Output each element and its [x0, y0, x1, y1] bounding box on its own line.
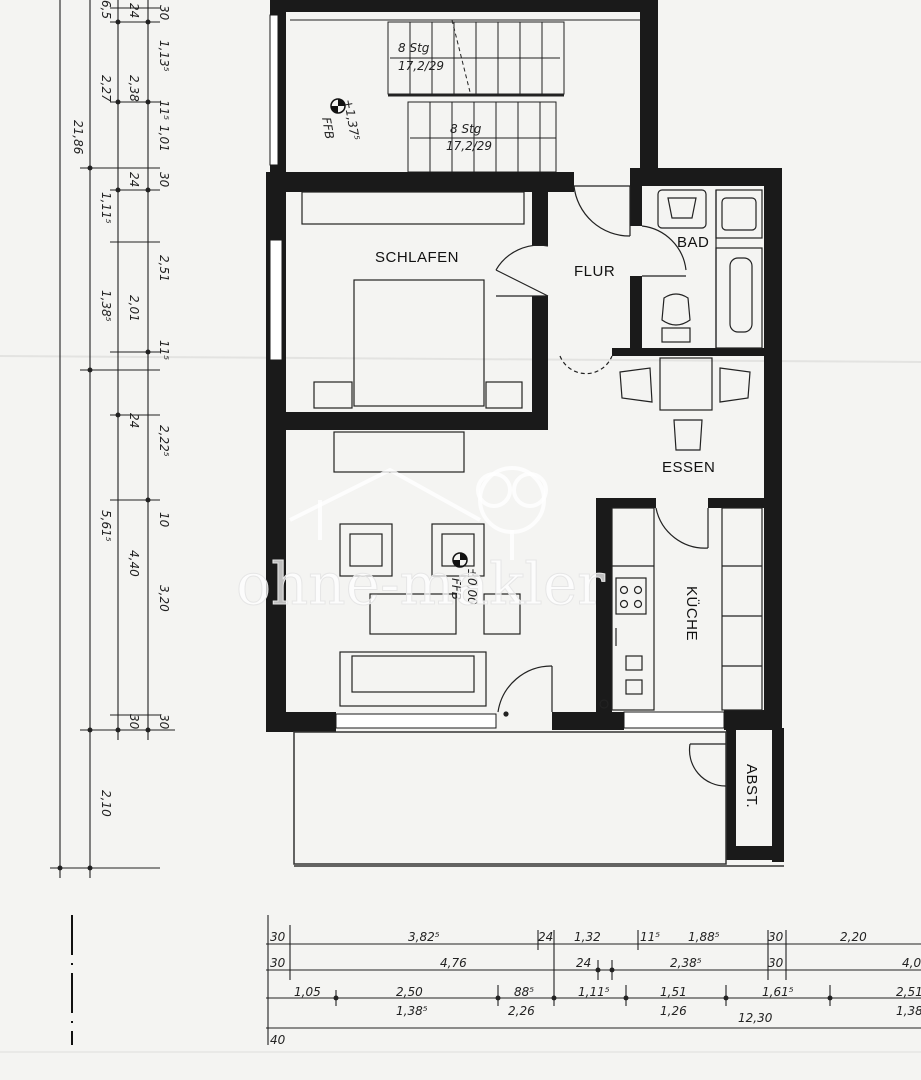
room-label-bad: BAD [677, 234, 709, 251]
living-furniture [333, 431, 521, 707]
bdim-1-5: 11⁵ [640, 930, 660, 944]
dim-small-6: 30 [157, 172, 171, 188]
dim-right-5: 3,20 [157, 585, 171, 612]
dim-mid-6: 4,40 [127, 550, 141, 577]
dim-mid-1: 2,38 [127, 75, 141, 102]
stairwell: 8 Stg 17,2/29 8 Stg 17,2/29 +1,37⁵ FFB [269, 0, 658, 180]
kitchen-cabinet [721, 507, 763, 711]
room-label-flur: FLUR [574, 263, 615, 280]
bdim-3-2: 2,50 [396, 985, 423, 999]
lower-stair-ratio: 17,2/29 [446, 139, 492, 153]
level-marker-upper [330, 98, 346, 114]
dim-small-2: 24 [127, 3, 141, 18]
room-label-essen: ESSEN [662, 459, 715, 476]
dim-mid-5: 2,22⁵ [157, 425, 171, 457]
kitchen-counter [611, 507, 655, 711]
bedroom-furniture [301, 191, 525, 409]
bdim-3b-2: 2,26 [508, 1004, 535, 1018]
dim-total-height: 21,86 [71, 120, 85, 155]
bdim-1-6: 1,88⁵ [688, 930, 720, 944]
bdim-2-1: 30 [270, 956, 286, 970]
dim-left-2: 1,38⁵ [99, 290, 113, 322]
kitchen-window [623, 711, 725, 729]
bed [353, 279, 485, 407]
dim-small-8: 24 [127, 413, 141, 428]
bdim-3-6: 1,61⁵ [762, 985, 794, 999]
wardrobe [301, 191, 525, 225]
doors [495, 185, 727, 787]
lower-stair-steps: 8 Stg [450, 122, 482, 136]
bdim-2-4: 2,38⁵ [670, 956, 702, 970]
dim-small-3: 11⁵ [157, 100, 171, 120]
bdim-3-5: 1,51 [660, 985, 687, 999]
balcony [293, 731, 727, 865]
dim-right-3: 2,51 [157, 255, 171, 282]
upper-stair-steps: 8 Stg [398, 41, 430, 55]
level-main-ref: FFB [449, 578, 463, 600]
dim-mid-4: 2,01 [127, 295, 141, 322]
level-upper-ref: FFB [319, 116, 337, 140]
bdim-3b-5: 1,38 [896, 1004, 921, 1018]
toilet [661, 293, 691, 326]
bdim-1-3: 24 [538, 930, 553, 944]
room-label-kueche: KÜCHE [683, 586, 701, 641]
bdim-3-4: 1,11⁵ [578, 985, 610, 999]
room-label-abst: ABST. [743, 764, 760, 808]
sideboard [333, 431, 465, 473]
dim-left-1: 2,27 [99, 75, 113, 102]
bdim-3-3: 88⁵ [514, 985, 534, 999]
dim-small-11: 30 [157, 714, 171, 730]
kitchen-fixtures [599, 507, 763, 711]
bdim-1-1: 30 [270, 930, 286, 944]
bdim-3b-4: 12,30 [738, 1011, 773, 1025]
bdim-1-2: 3,82⁵ [408, 930, 440, 944]
bdim-2-3: 24 [576, 956, 591, 970]
dim-small-1: 6,5 [99, 0, 113, 19]
dining-furniture [619, 357, 751, 451]
bdim-2-5: 30 [768, 956, 784, 970]
coffee-table [369, 593, 457, 635]
dim-small-4: 30 [157, 5, 171, 21]
armchair [431, 523, 485, 577]
dim-left-4: 2,10 [99, 790, 113, 817]
dim-small-9: 10 [157, 512, 171, 528]
living-window [335, 713, 497, 729]
sofa [339, 651, 487, 707]
bdim-2-2: 4,76 [440, 956, 467, 970]
bdim-1-4: 1,32 [574, 930, 601, 944]
dim-small-5: 24 [127, 172, 141, 187]
dim-small-7: 11⁵ [157, 340, 171, 360]
room-label-schlafen: SCHLAFEN [375, 249, 459, 266]
dim-left-3: 5,61⁵ [99, 510, 113, 542]
bdim-3b-1: 1,38⁵ [396, 1004, 428, 1018]
bdim-1-8: 2,20 [840, 930, 867, 944]
dim-small-10: 30 [127, 714, 141, 730]
bathroom-fixtures [657, 189, 763, 349]
level-marker-main [452, 552, 468, 568]
stove [615, 577, 647, 615]
dining-table [659, 357, 713, 411]
bdim-3-1: 1,05 [294, 985, 321, 999]
bdim-1-7: 30 [768, 930, 784, 944]
watermark-logo [289, 466, 548, 560]
bdim-3-7: 2,51 [896, 985, 921, 999]
watermark-text: ohne-makler [236, 550, 605, 618]
upper-stair-ratio: 17,2/29 [398, 59, 444, 73]
bdim-2-6: 4,0 [902, 956, 921, 970]
dim-right-2: 1,01 [157, 125, 171, 152]
dim-right-1: 1,13⁵ [157, 40, 171, 72]
dim-mid-2: 1,11⁵ [99, 192, 113, 224]
bdim-4-1: 40 [270, 1033, 286, 1047]
exterior-walls [266, 168, 784, 862]
bdim-3b-3: 1,26 [660, 1004, 687, 1018]
interior-walls [286, 180, 782, 712]
armchair [339, 523, 393, 577]
sink [657, 189, 707, 229]
level-main-value: ±0,00 [465, 568, 479, 605]
